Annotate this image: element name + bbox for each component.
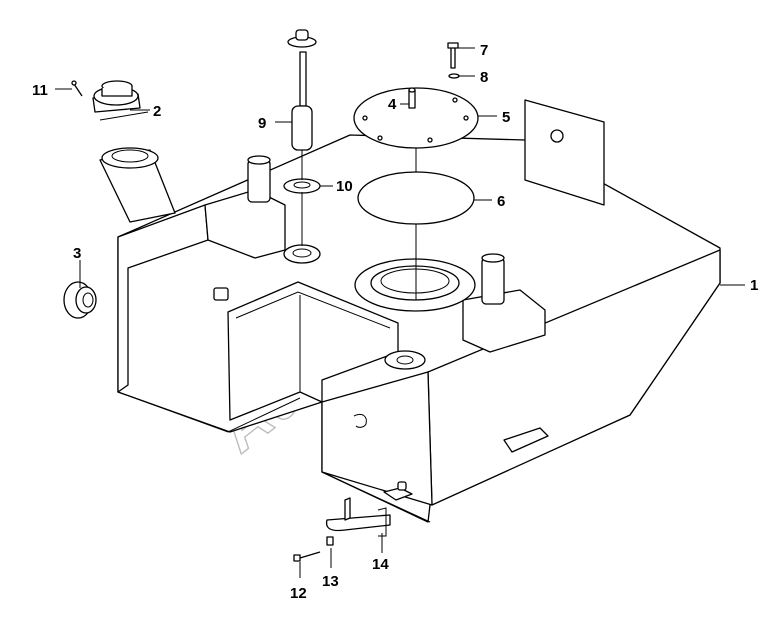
callout-14: 14 [372,556,389,573]
callout-6: 6 [497,193,505,210]
gasket [357,171,475,225]
clamp-bolt-and-washer [293,536,334,562]
leader-lines [55,47,745,578]
fuel-level-sender [287,29,317,151]
callout-11: 11 [32,82,48,99]
grommet [63,281,97,319]
screw [71,80,83,97]
callout-8: 8 [480,69,488,86]
drain-clamp [325,481,413,537]
callout-labels: 1 2 3 4 5 6 7 8 9 10 11 12 13 14 [32,42,758,602]
callout-5: 5 [502,109,510,126]
callout-1: 1 [750,277,758,294]
callout-7: 7 [480,42,488,59]
bolt-and-washer [447,42,460,79]
callout-9: 9 [258,115,266,132]
filler-neck [92,80,176,223]
callout-10: 10 [336,178,353,195]
callout-13: 13 [322,573,339,590]
fuel-tank-body [117,99,721,523]
callout-3: 3 [73,245,81,262]
callout-12: 12 [290,585,307,602]
cover-plate [353,87,479,149]
callout-4: 4 [388,96,397,113]
callout-2: 2 [153,103,161,120]
